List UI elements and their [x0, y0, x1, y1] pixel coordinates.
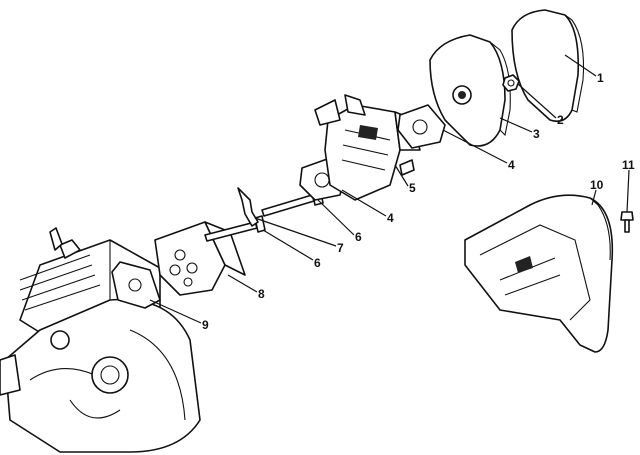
callout-1: 1 [597, 71, 604, 85]
shroud-screw [620, 211, 634, 233]
nut [502, 74, 520, 92]
shroud [464, 194, 614, 353]
throttle-rod [237, 187, 259, 227]
callout-3: 3 [533, 127, 540, 141]
callout-10: 10 [590, 178, 604, 192]
air-filter [511, 9, 585, 123]
callout-8: 8 [258, 287, 265, 301]
callout-9: 9 [202, 318, 209, 332]
callout-4-upper: 4 [508, 158, 515, 172]
manifold-gasket [111, 261, 161, 309]
callout-11: 11 [622, 158, 635, 172]
gasket-upper [397, 104, 446, 149]
callout-4-lower: 4 [387, 211, 394, 225]
callout-7: 7 [337, 241, 344, 255]
callout-5: 5 [409, 181, 416, 195]
callout-6-lower: 6 [314, 256, 321, 270]
callout-2: 2 [557, 113, 564, 127]
filter-base [429, 34, 511, 147]
callout-6-upper: 6 [355, 230, 362, 244]
carburetor [314, 94, 421, 201]
leader-lines [149, 54, 630, 324]
